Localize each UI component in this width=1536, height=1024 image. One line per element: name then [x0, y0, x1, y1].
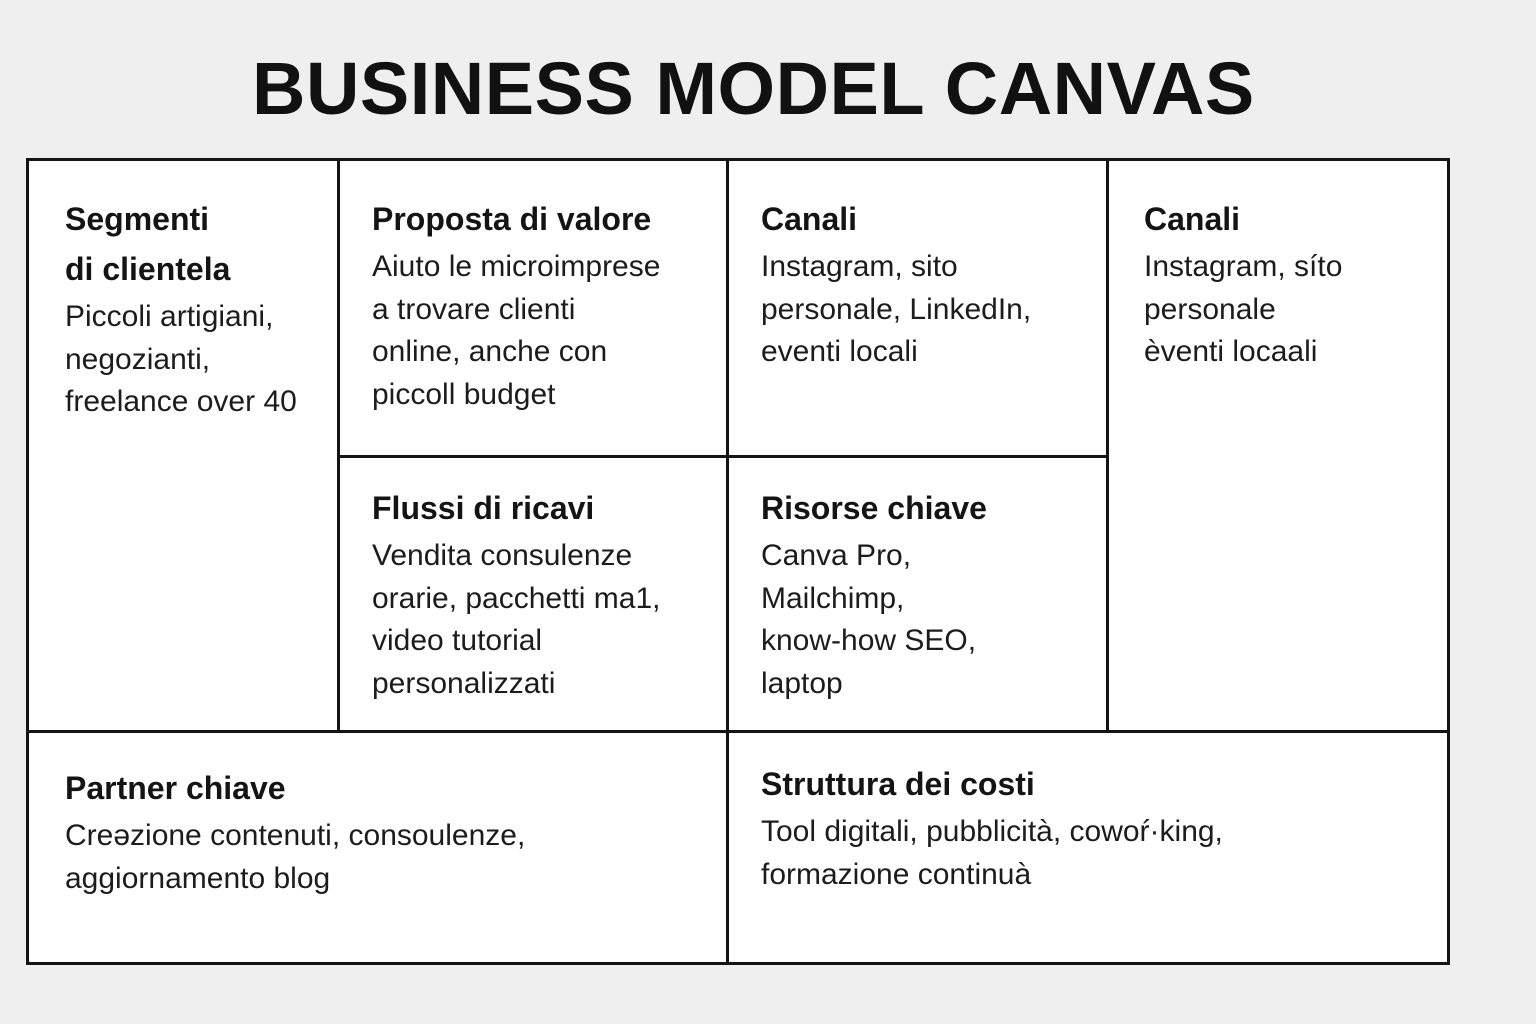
block-cost-structure: Struttura dei costi Tool digitali, pubbl…	[761, 759, 1441, 896]
block-channels: Canali Instagram, sito personale, Linked…	[761, 194, 1101, 374]
block-channels-duplicate: Canali Instagram, síto personale èventi …	[1144, 194, 1444, 374]
divider-horizontal-bottom	[29, 730, 1447, 733]
block-text: Vendita consulenze orarie, pacchetti ma1…	[372, 539, 661, 700]
business-model-canvas: Segmenti di clientela Piccoli artigiani,…	[26, 158, 1450, 965]
block-text: Instagram, sito personale, LinkedIn, eve…	[761, 250, 1032, 368]
block-heading: Segmenti di clientela	[65, 201, 231, 287]
block-heading: Canali	[1144, 201, 1241, 237]
divider-vertical-2	[726, 161, 729, 962]
block-text: Tool digitali, pubblicità, cowoŕ·king, f…	[761, 815, 1223, 891]
block-text: Aiuto le microimprese a trovare clienti …	[372, 250, 661, 411]
block-text: Creəzione contenuti, consoulenze, aggior…	[65, 819, 526, 895]
block-revenue-streams: Flussi di ricavi Vendita consulenze orar…	[372, 483, 722, 705]
divider-horizontal-middle	[340, 455, 1109, 458]
block-heading: Partner chiave	[65, 770, 286, 806]
block-heading: Proposta di valore	[372, 201, 652, 237]
block-text: Canva Pro, Mailchimp, know-how SEO, lapt…	[761, 539, 977, 700]
block-heading: Canali	[761, 201, 858, 237]
block-key-partners: Partner chiave Creəzione contenuti, cons…	[65, 763, 715, 900]
divider-vertical-1	[337, 161, 340, 733]
block-text: Instagram, síto personale èventi locaali	[1144, 250, 1343, 368]
block-key-resources: Risorse chiave Canva Pro, Mailchimp, kno…	[761, 483, 1101, 705]
block-value-proposition: Proposta di valore Aiuto le microimprese…	[372, 194, 722, 416]
block-heading: Risorse chiave	[761, 490, 987, 526]
block-text: Piccoli artigiani, negozianti, freelance…	[65, 300, 297, 418]
canvas-title: BUSINESS MODEL CANVAS	[252, 47, 1255, 130]
block-customer-segments: Segmenti di clientela Piccoli artigiani,…	[65, 194, 335, 424]
block-heading: Struttura dei costi	[761, 766, 1035, 802]
divider-vertical-3	[1106, 161, 1109, 733]
block-heading: Flussi di ricavi	[372, 490, 595, 526]
